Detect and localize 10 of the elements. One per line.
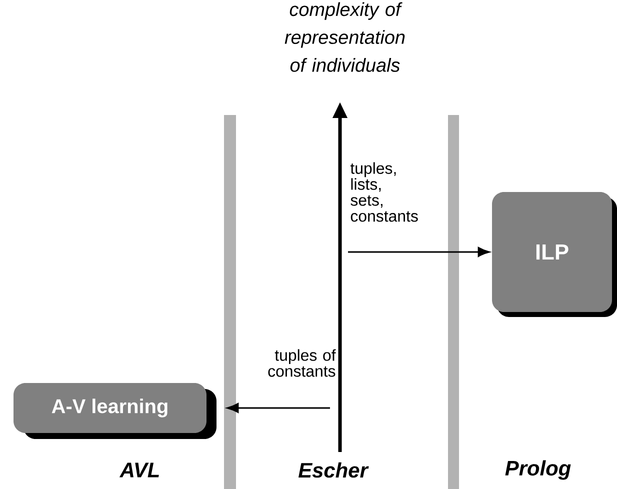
- arrow: [226, 403, 330, 413]
- edge-label: tuples, lists, sets, constants: [350, 162, 418, 222]
- column-label: Escher: [298, 462, 369, 478]
- process-box: A-V learning: [14, 383, 216, 439]
- arrow: [348, 247, 490, 257]
- column-label: Prolog: [505, 460, 571, 480]
- column-label: AVL: [119, 462, 159, 478]
- process-box: ILP: [492, 192, 617, 317]
- axis-title: complexity of representation of individuals: [284, 2, 405, 72]
- edge-label: tuples of constants: [268, 349, 336, 377]
